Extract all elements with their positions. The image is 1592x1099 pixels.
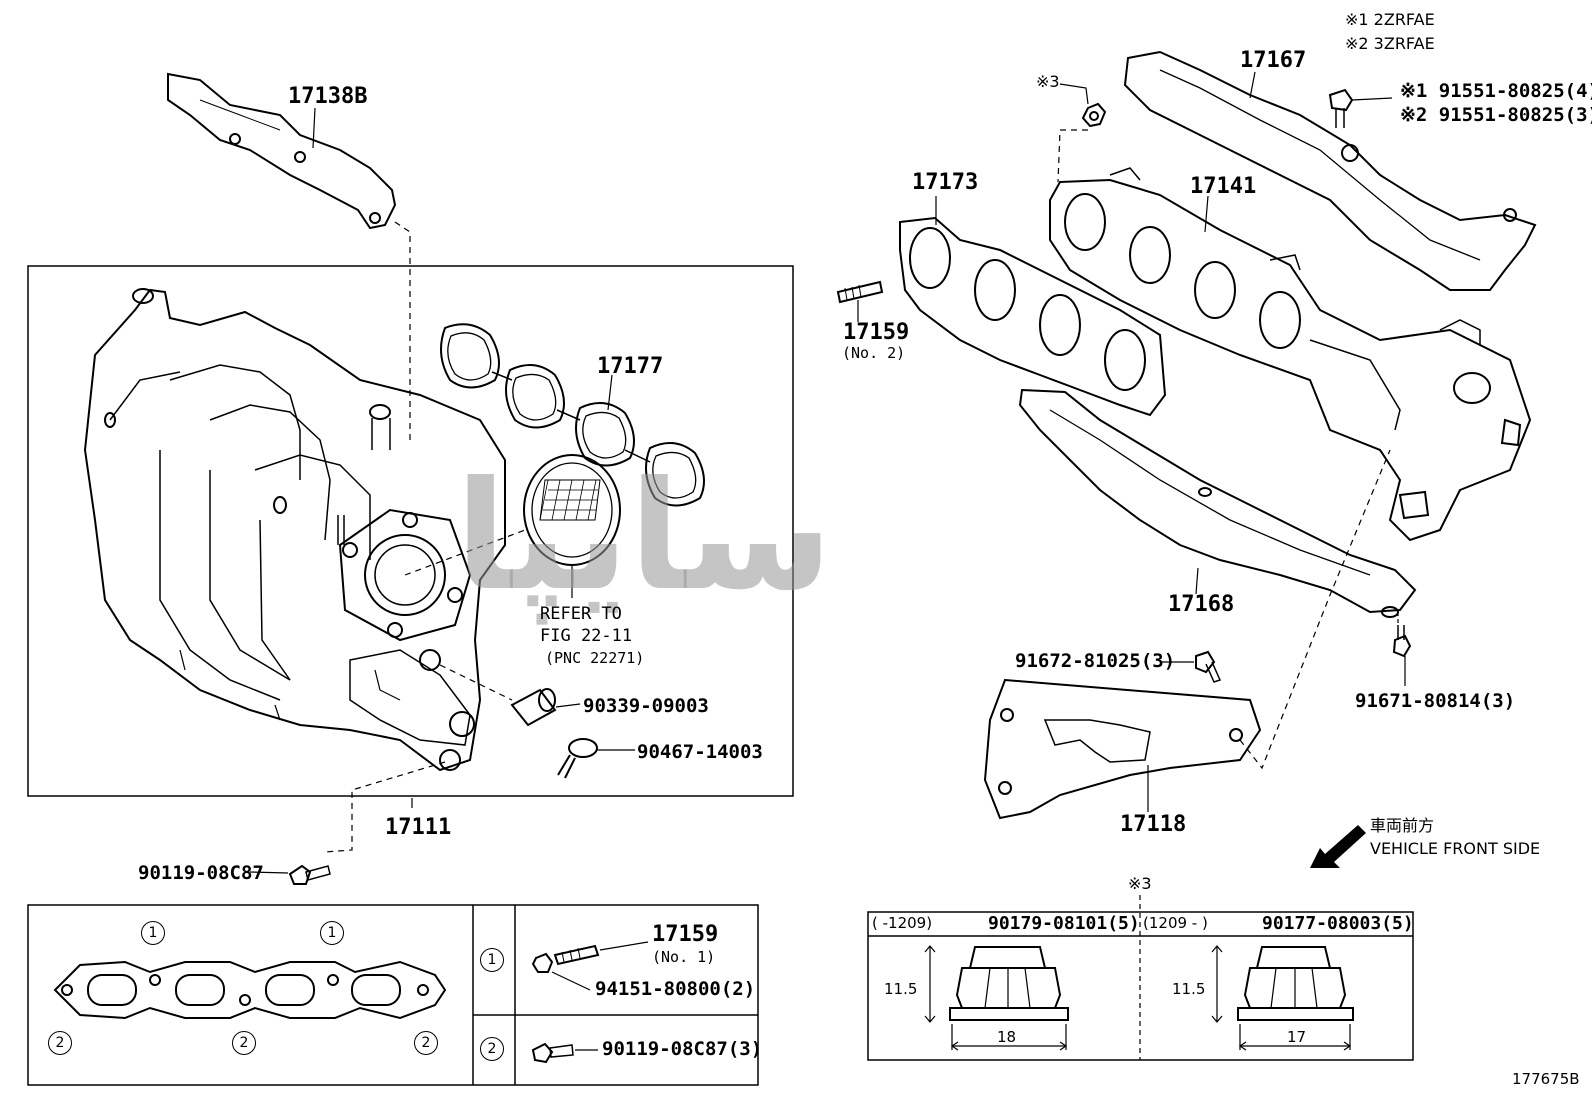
part-label-17141[interactable]: 17141 [1190, 174, 1257, 199]
direction-en: VEHICLE FRONT SIDE [1370, 839, 1541, 858]
bolt-91671-drawing [1392, 625, 1412, 658]
clamp-90467-drawing [557, 738, 598, 779]
refer-line-1: REFER TO [540, 604, 622, 624]
refer-line-2[interactable]: FIG 22-11 [540, 626, 633, 646]
nut-right-height: 11.5 [1172, 980, 1206, 998]
figure-id: 177675B [1512, 1070, 1580, 1088]
part-label-17177[interactable]: 17177 [597, 354, 664, 379]
heat-insulator-17168-drawing [1018, 388, 1417, 618]
detail-stud-drawing [531, 944, 600, 973]
nut-right-range: (1209 - ) [1143, 914, 1208, 932]
detail-part-17159[interactable]: 17159 [652, 922, 719, 947]
part-label-17159-sub: (No. 2) [842, 344, 906, 362]
bolt-91672-drawing [1195, 650, 1222, 683]
detail-nut-94151[interactable]: 94151-80800(2) [595, 978, 756, 1000]
nut-left-range: ( -1209) [872, 914, 933, 932]
sleeve-90339-drawing [510, 688, 557, 727]
intake-manifold-drawing [83, 288, 506, 772]
gasket-17173-drawing [899, 216, 1167, 417]
circle-marker-2: 2 [414, 1031, 438, 1055]
front-direction-arrow [1310, 825, 1366, 868]
detail-part-17159-sub: (No. 1) [652, 948, 716, 966]
nut-left-width: 18 [997, 1028, 1017, 1046]
nut-mark3-drawing [1081, 102, 1107, 128]
direction-jp: 車両前方 [1370, 816, 1435, 835]
nut-right-part[interactable]: 90177-08003(5) [1262, 913, 1414, 934]
bolt-90119-drawing [288, 864, 331, 885]
part-label-17111[interactable]: 17111 [385, 815, 452, 840]
part-label-17168[interactable]: 17168 [1168, 592, 1235, 617]
watermark-logo: ﺳﺎﯾﭙﺎ [455, 450, 833, 624]
bracket-17138b-drawing [167, 72, 397, 230]
part-label-91551-v1[interactable]: ※1 91551-80825(4) [1400, 80, 1592, 102]
part-label-90467[interactable]: 90467-14003 [637, 741, 763, 763]
part-label-17159-no2[interactable]: 17159 [843, 320, 910, 345]
stud-17159-drawing [836, 280, 884, 304]
detail-gasket-drawing [53, 960, 447, 1020]
heat-insulator-17167-drawing [1123, 50, 1537, 291]
detail-bolt-90119[interactable]: 90119-08C87(3) [602, 1038, 763, 1060]
part-label-91672[interactable]: 91672-81025(3) [1015, 650, 1176, 672]
mark3-table: ※3 [1128, 874, 1152, 893]
refer-line-3: (PNC 22271) [545, 649, 645, 667]
intake-manifold-frame [27, 265, 794, 797]
variant-legend-2: ※2 3ZRFAE [1345, 34, 1435, 53]
part-label-17138b[interactable]: 17138B [288, 84, 368, 109]
part-label-17173[interactable]: 17173 [912, 170, 979, 195]
nut-right-width: 17 [1287, 1028, 1307, 1046]
part-label-90339[interactable]: 90339-09003 [583, 695, 709, 717]
exhaust-manifold-17141-drawing [1049, 167, 1532, 542]
circle-marker-2: 2 [232, 1031, 256, 1055]
part-label-17167[interactable]: 17167 [1240, 48, 1307, 73]
circle-marker-1: 1 [141, 921, 165, 945]
circle-marker-2: 2 [48, 1031, 72, 1055]
circle-marker-1: 1 [320, 921, 344, 945]
detail-box-frame [27, 904, 759, 1086]
bracket-17118-drawing [983, 678, 1262, 820]
part-label-91551-v2[interactable]: ※2 91551-80825(3) [1400, 104, 1592, 126]
nut-right-drawing [1211, 945, 1354, 1051]
circle-marker-1: 1 [480, 948, 504, 972]
detail-bolt-drawing [531, 1042, 574, 1064]
part-label-17118[interactable]: 17118 [1120, 812, 1187, 837]
nut-left-part[interactable]: 90179-08101(5) [988, 913, 1140, 934]
nut-left-drawing [924, 945, 1069, 1051]
mark3-top: ※3 [1036, 72, 1060, 91]
circle-marker-2: 2 [480, 1037, 504, 1061]
bolt-91551-drawing [1328, 88, 1354, 128]
variant-legend-1: ※1 2ZRFAE [1345, 10, 1435, 29]
gasket-17177-drawing [440, 323, 705, 507]
part-label-90119[interactable]: 90119-08C87 [138, 862, 264, 884]
part-label-91671[interactable]: 91671-80814(3) [1355, 690, 1516, 712]
nut-left-height: 11.5 [884, 980, 918, 998]
